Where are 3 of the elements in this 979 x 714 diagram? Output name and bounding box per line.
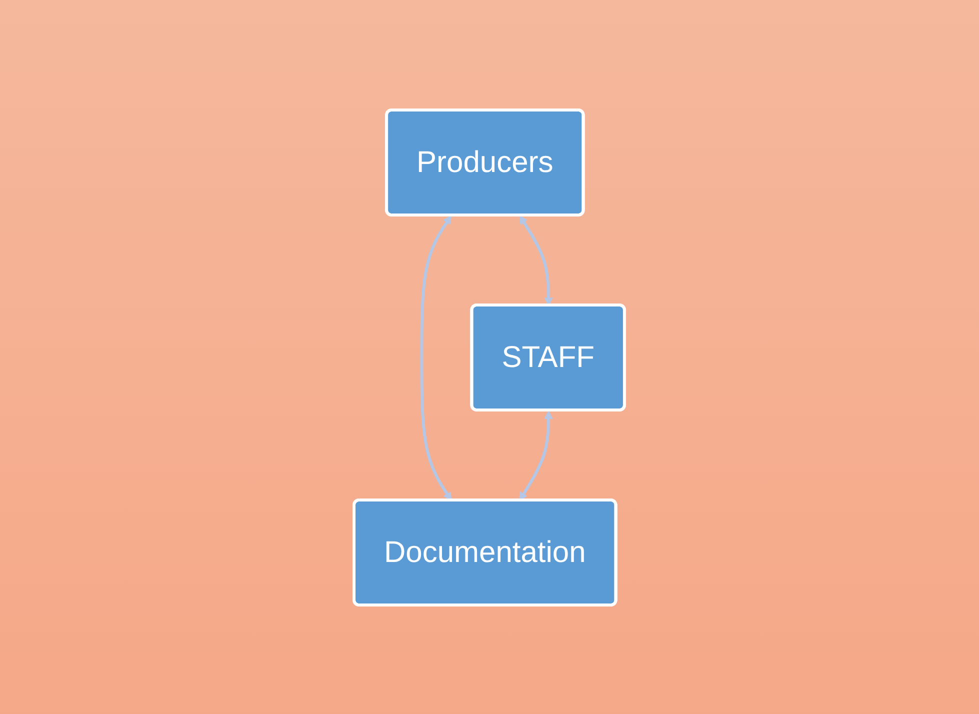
arrow (520, 214, 554, 306)
arrow (420, 214, 452, 500)
arrow (519, 410, 554, 500)
